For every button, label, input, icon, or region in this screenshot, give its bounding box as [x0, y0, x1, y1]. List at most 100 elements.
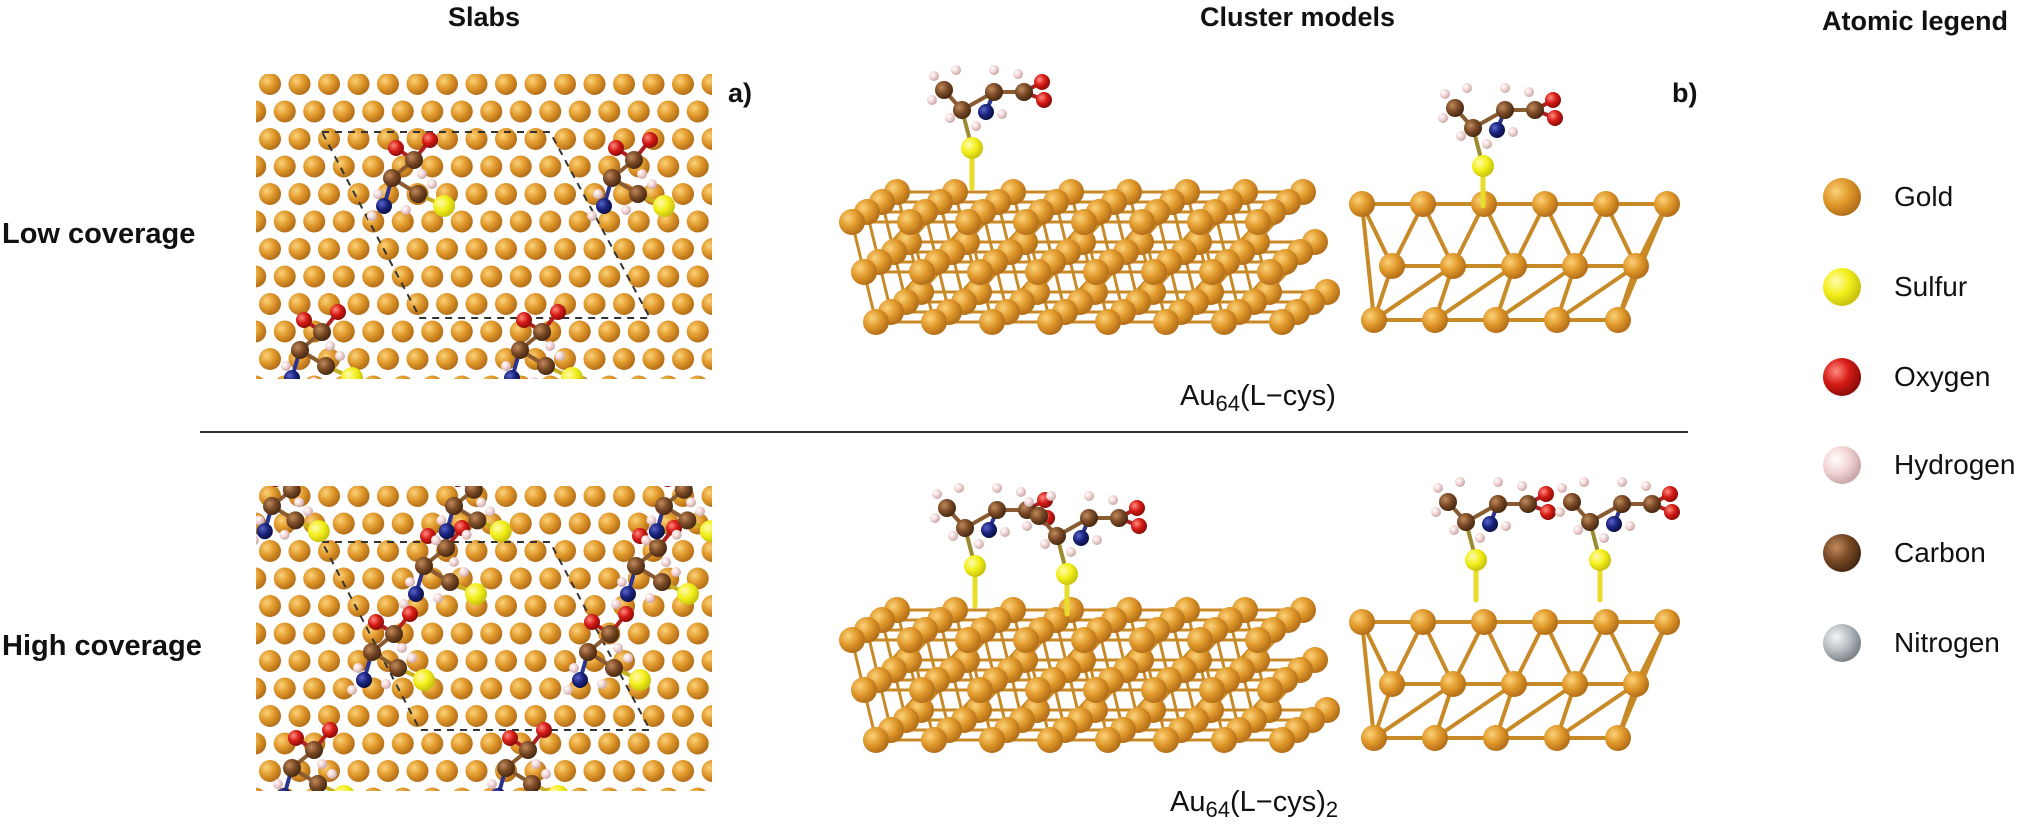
gold-atom [1361, 725, 1387, 751]
gold-atom [1410, 191, 1436, 217]
caption-low-sub: 64 [1215, 391, 1240, 416]
gold-atom [406, 128, 429, 150]
hydrogen-atom [485, 506, 495, 517]
gold-atom [318, 540, 340, 562]
gold-atom [347, 128, 370, 150]
gold-atom [701, 238, 712, 260]
cluster-model-high-3d [839, 483, 1340, 753]
carbon-atom [988, 501, 1006, 519]
gold-atom [362, 265, 385, 288]
gold-atom [391, 732, 414, 755]
gold-atom [256, 320, 267, 343]
legend-item-oxygen: Oxygen [1820, 352, 1991, 402]
hydrogen-atom [989, 65, 999, 75]
gold-atom [1483, 307, 1509, 333]
gold-atom [839, 627, 865, 653]
gold-atom [391, 265, 414, 288]
gold-atom [701, 183, 712, 205]
gold-atom [731, 540, 753, 562]
gold-atom [230, 705, 252, 727]
gold-atom [288, 705, 311, 727]
gold-atom [746, 156, 768, 178]
oxygen-atom [271, 486, 280, 487]
hydrogen-atom [647, 179, 657, 189]
gold-atom [1562, 253, 1588, 279]
gold-atom [406, 705, 429, 727]
sulfur-atom [1465, 549, 1487, 571]
gold-atom [863, 727, 889, 753]
gold-atom [554, 238, 576, 260]
hydrogen-atom [335, 351, 345, 361]
gold-atom [1501, 671, 1527, 697]
hydrogen-atom [397, 643, 407, 653]
gold-atom [524, 486, 547, 507]
gold-atom [318, 595, 340, 617]
gold-atom [657, 732, 680, 755]
nitrogen-atom [408, 586, 424, 602]
hydrogen-atom [1500, 83, 1510, 93]
gold-atom [851, 259, 877, 285]
gold-atom [731, 73, 753, 95]
nitrogen-atom [277, 788, 291, 791]
gold-atom [1349, 191, 1375, 217]
carbon-atom [653, 573, 671, 591]
gold-atom [421, 265, 444, 288]
gold-atom [554, 74, 576, 95]
gold-atom [672, 183, 694, 205]
hydrogen-atom [541, 769, 551, 779]
gold-atom [318, 74, 340, 95]
gold-atom [613, 760, 635, 782]
hydrogen-atom [273, 779, 283, 789]
hydrogen-atom [1084, 491, 1094, 501]
gold-atom [1379, 253, 1405, 279]
gold-atom [524, 128, 547, 150]
gold-atom [1199, 259, 1225, 285]
oxygen-atom [402, 606, 418, 622]
gold-atom [465, 128, 488, 150]
gold-atom [288, 128, 311, 150]
hydrogen-atom [487, 779, 497, 789]
gold-atom [1129, 627, 1155, 653]
gold-atom [259, 293, 281, 315]
gold-atom [273, 622, 296, 645]
gold-atom [568, 567, 591, 590]
nitrogen-atom [1606, 516, 1622, 532]
bond [1433, 682, 1516, 740]
gold-atom [542, 375, 559, 379]
legend-item-nitrogen: Nitrogen [1820, 618, 2000, 668]
gold-atom [554, 183, 576, 205]
gold-atom [524, 293, 547, 315]
carbon-atom [1563, 493, 1581, 511]
gold-atom [230, 293, 252, 315]
gold-atom [421, 622, 444, 645]
gold-atom [672, 540, 694, 562]
gold-atom [1422, 307, 1448, 333]
gold-atom [921, 727, 947, 753]
gold-atom [554, 540, 576, 562]
gold-atom [259, 183, 281, 205]
gold-atom [731, 485, 753, 507]
gold-atom [259, 540, 281, 562]
carbon-atom [935, 81, 953, 99]
bond [1372, 264, 1455, 322]
gold-atom [1083, 677, 1109, 703]
gold-atom [701, 293, 712, 315]
oxygen-atom [1131, 518, 1147, 534]
gold-atom [863, 309, 889, 335]
hydrogen-atom [407, 653, 417, 663]
gold-atom [465, 74, 488, 95]
gold-atom [1129, 209, 1155, 235]
gold-atom [731, 183, 753, 205]
sulfur-atom-icon [1823, 268, 1861, 306]
gold-atom [1379, 671, 1405, 697]
gold-atom [347, 238, 370, 260]
hydrogen-atom [267, 801, 277, 811]
gold-atom [347, 348, 370, 370]
hydrogen-atom [1517, 481, 1527, 491]
gold-atom [347, 595, 370, 617]
gold-atom [630, 375, 647, 379]
hydrogen-atom [637, 169, 647, 179]
carbon-atom [415, 557, 433, 575]
gold-atom [554, 705, 576, 727]
